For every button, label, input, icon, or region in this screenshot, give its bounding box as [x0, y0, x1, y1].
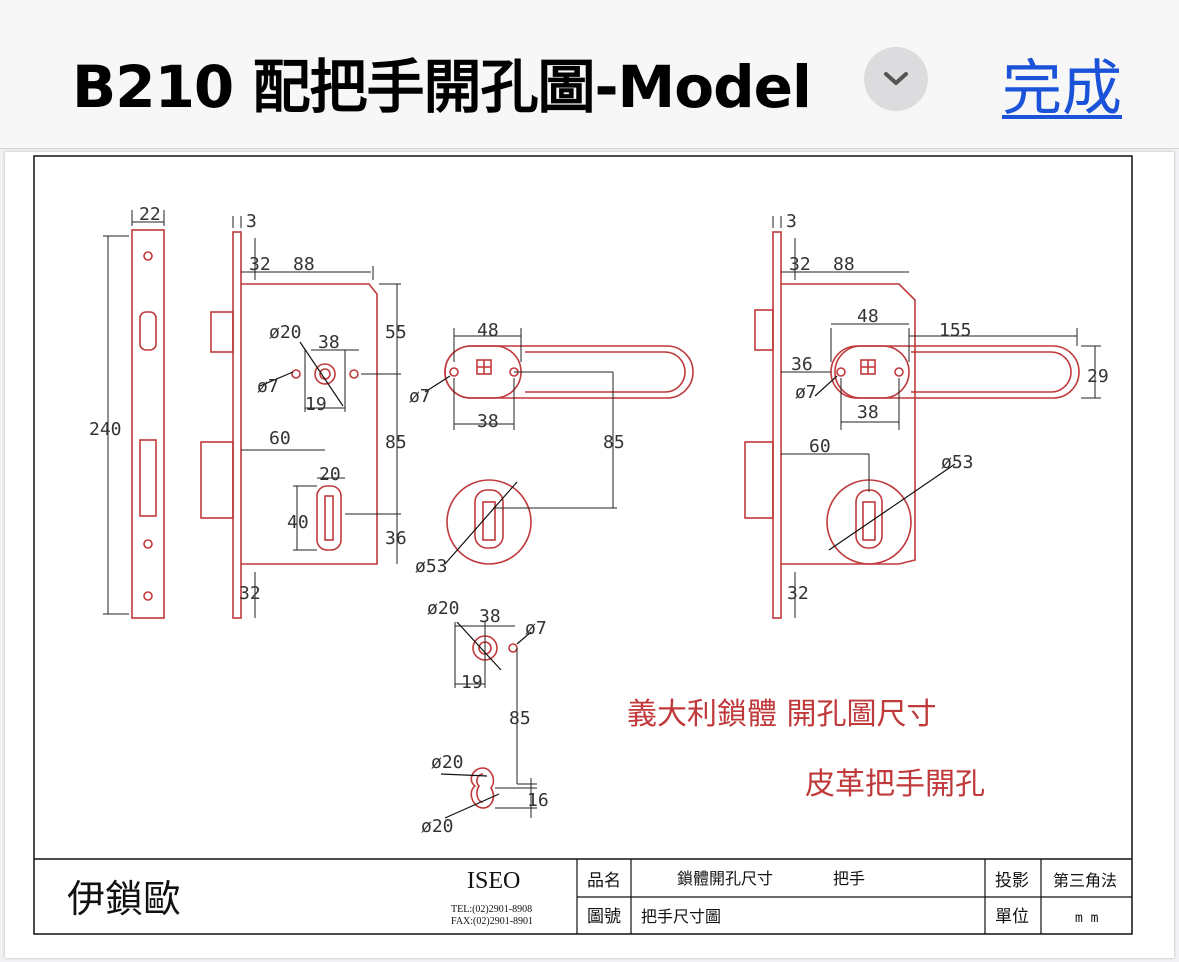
drawing-frame — [33, 155, 1133, 935]
dim-phi20-bottom-oval: ø20 — [421, 816, 454, 837]
dim-phi20-top-oval: ø20 — [431, 752, 464, 773]
dim-19-detail: 19 — [461, 672, 483, 693]
dim-36-right: 36 — [791, 354, 813, 375]
dim-16: 16 — [527, 790, 549, 811]
product-name-handle: 把手 — [833, 869, 865, 888]
projection-label: 投影 — [995, 871, 1029, 891]
product-name-label: 品名 — [587, 871, 621, 891]
dim-38-middle: 38 — [477, 411, 499, 432]
technical-drawing: 22 240 — [33, 155, 1133, 935]
dim-phi53-right: ø53 — [941, 452, 974, 473]
dim-3-left: 3 — [246, 211, 257, 232]
dim-19-left: 19 — [305, 394, 327, 415]
company-name: 伊鎖歐 — [67, 877, 181, 921]
unit-label: 單位 — [995, 907, 1029, 927]
dim-32-left-top: 32 — [249, 254, 271, 275]
hole-detail — [440, 621, 537, 819]
dim-240: 240 — [89, 419, 122, 440]
document-title[interactable]: B210 配把手開孔圖-Model — [72, 53, 812, 121]
dim-20: 20 — [319, 464, 341, 485]
done-button[interactable]: 完成 — [1002, 54, 1122, 124]
dim-phi20-detail: ø20 — [427, 598, 460, 619]
tel-number: TEL:(02)2901-8908 — [451, 904, 532, 915]
projection-value: 第三角法 — [1053, 871, 1117, 890]
dim-32-right-bottom: 32 — [787, 583, 809, 604]
dim-85-left: 85 — [385, 432, 407, 453]
dim-38-left: 38 — [318, 332, 340, 353]
dim-55: 55 — [385, 322, 407, 343]
dim-88-left: 88 — [293, 254, 315, 275]
dim-85-detail: 85 — [509, 708, 531, 729]
dim-38-right: 38 — [857, 402, 879, 423]
dim-22: 22 — [139, 204, 161, 225]
dim-phi7-detail: ø7 — [525, 618, 547, 639]
brand-name: ISEO — [467, 868, 520, 894]
chevron-down-icon — [884, 72, 908, 85]
caption-leather-handle: 皮革把手開孔 — [805, 767, 985, 802]
dim-3-right: 3 — [786, 211, 797, 232]
dim-phi53-middle: ø53 — [415, 556, 448, 577]
dim-32-right-top: 32 — [789, 254, 811, 275]
drawing-number-label: 圖號 — [587, 907, 621, 927]
caption-lock-body: 義大利鎖體 開孔圖尺寸 — [627, 697, 937, 732]
faceplate-view — [103, 210, 165, 619]
dim-155: 155 — [939, 320, 972, 341]
dim-29: 29 — [1087, 366, 1109, 387]
dim-40: 40 — [287, 512, 309, 533]
dim-phi7-left: ø7 — [257, 376, 279, 397]
dim-phi20-left: ø20 — [269, 322, 302, 343]
dim-phi7-right: ø7 — [795, 382, 817, 403]
top-bar: B210 配把手開孔圖-Model 完成 — [0, 0, 1179, 149]
handle-view-middle — [424, 328, 694, 565]
product-name-value: 鎖體開孔尺寸 — [677, 869, 773, 888]
title-block — [576, 859, 1132, 934]
unit-value: m m — [1075, 911, 1099, 926]
drawing-number-value: 把手尺寸圖 — [641, 907, 721, 926]
dim-36-left: 36 — [385, 528, 407, 549]
fax-number: FAX:(02)2901-8901 — [451, 916, 533, 927]
dim-32-left-bottom: 32 — [239, 583, 261, 604]
title-menu-button[interactable] — [864, 47, 928, 111]
dim-60-left: 60 — [269, 428, 291, 449]
dim-phi7-middle: ø7 — [409, 386, 431, 407]
dim-48-right: 48 — [857, 306, 879, 327]
dim-38-detail: 38 — [479, 606, 501, 627]
document-page[interactable]: 22 240 — [5, 152, 1174, 958]
dim-85-middle: 85 — [603, 432, 625, 453]
dim-60-right: 60 — [809, 436, 831, 457]
dim-48-middle: 48 — [477, 320, 499, 341]
lock-body-left — [200, 216, 401, 619]
dim-88-right: 88 — [833, 254, 855, 275]
lock-body-right — [744, 216, 1101, 619]
